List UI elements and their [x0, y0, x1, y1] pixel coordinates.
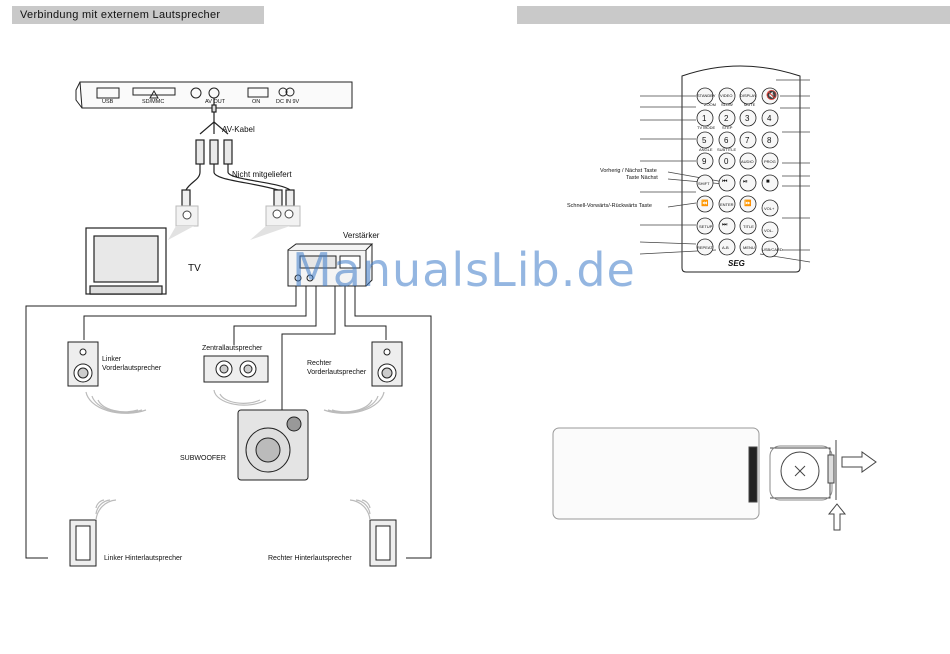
front-left-label-2: Vorderlautsprecher [102, 365, 162, 372]
remote-menu-button: MENU [743, 245, 755, 250]
front-left-label-1: Linker [102, 356, 122, 363]
remote-zoom-caption: ZOOM [704, 102, 716, 107]
speaker-front-left [67, 341, 99, 387]
amplifier-graphic [287, 243, 374, 287]
remote-standby-button: STANDBY [697, 93, 716, 98]
center-label: Zentrallautsprecher [202, 345, 263, 352]
rear-right-label: Rechter Hinterlautsprecher [268, 555, 352, 562]
remote-prog-button: PROG [764, 159, 776, 164]
port-avout-label: AV OUT [205, 99, 226, 105]
front-right-label-1: Rechter [307, 360, 332, 367]
remote-video-button: VIDEO [720, 93, 733, 98]
remote-digit-5: 5 [702, 136, 707, 145]
remote-digit-7: 7 [745, 136, 750, 145]
speaker-rear-right [369, 519, 397, 567]
section-header-left: Verbindung mit externem Lautsprecher [12, 6, 264, 24]
remote-enter-button: ENTER [720, 202, 734, 207]
rear-left-label: Linker Hinterlautsprecher [104, 555, 183, 562]
remote-button-shapes [696, 87, 779, 258]
remote-rewind-icon: ⏪ [701, 201, 709, 207]
remote-ab-button: A-B [722, 245, 729, 250]
speaker-rear-left [69, 519, 97, 567]
remote-mute-caption: MUTE [744, 102, 756, 107]
remote-digit-8: 8 [767, 136, 772, 145]
not-supplied-label: Nicht mitgeliefert [232, 170, 292, 179]
remote-prev-icon: ⏮ [722, 179, 728, 185]
remote-repeat-button: REPEAT [697, 245, 713, 250]
port-sd-label: SD/MMC [142, 99, 165, 105]
remote-next-icon: ⏭ [722, 222, 728, 228]
av-cable [181, 98, 295, 207]
remote-digit-6: 6 [724, 136, 729, 145]
remote-display-button: DISPLAY [740, 93, 757, 98]
remote-volminus-button: VOL- [764, 228, 774, 233]
remote-volplus-button: VOL+ [764, 206, 775, 211]
remote-brand-logo: SEG [728, 259, 745, 268]
speaker-wiring [25, 286, 432, 559]
remote-digit-2: 2 [724, 114, 729, 123]
remote-title-button: TITLE [743, 224, 754, 229]
remote-digit-3: 3 [745, 114, 750, 123]
remote-callout-lines [639, 79, 811, 263]
remote-mute-icon: 🔇 [766, 90, 778, 100]
sound-waves [85, 389, 385, 521]
port-usb-label: USB [102, 99, 114, 105]
input-jacks [168, 205, 301, 240]
remote-audio-button: AUDIO [741, 159, 754, 164]
subwoofer-label: SUBWOOFER [180, 455, 226, 462]
subwoofer-graphic [237, 409, 309, 481]
remote-subtitle-caption: SUBTITLE [717, 147, 737, 152]
remote-prev-next-label-2: Taste Nächst [626, 175, 658, 181]
remote-digit-4: 4 [767, 114, 772, 123]
tv-label: TV [188, 263, 201, 274]
watermark: ManualsLib.de [292, 243, 636, 297]
remote-shift-button: SHIFT [698, 181, 710, 186]
remote-digit-0: 0 [724, 157, 729, 166]
speaker-front-right [371, 341, 403, 387]
port-on-label: ON [252, 99, 261, 105]
remote-digit-1: 1 [702, 114, 707, 123]
remote-stop-icon: ■ [766, 179, 770, 185]
remote-angle-caption: ANGLE [699, 147, 713, 152]
remote-digit-9: 9 [702, 157, 707, 166]
front-right-label-2: Vorderlautsprecher [307, 369, 367, 376]
port-dc-label: DC IN 9V [276, 99, 300, 105]
remote-fast-label: Schnell-Vorwärts/-Rückwärts Taste [567, 203, 652, 209]
remote-tvmode-caption: TV MODE [697, 125, 716, 130]
tv-graphic [85, 227, 167, 295]
player-rear-panel [75, 81, 353, 109]
remote-prev-next-label-1: Vorherig / Nächst Taste [600, 168, 657, 174]
remote-forward-icon: ⏩ [744, 201, 752, 207]
remote-slow-caption: SLOW [721, 102, 733, 107]
battery-diagram [552, 427, 877, 531]
remote-play-pause-icon: ⏯ [743, 179, 748, 185]
speaker-center [203, 355, 269, 383]
amplifier-label: Verstärker [343, 231, 380, 240]
remote-setup-button: SETUP [699, 224, 713, 229]
section-header-right [517, 6, 950, 24]
remote-usbcard-button: USB/CARD [762, 247, 783, 252]
av-cable-label: AV-Kabel [222, 125, 255, 134]
remote-step-caption: STEP [722, 125, 733, 130]
